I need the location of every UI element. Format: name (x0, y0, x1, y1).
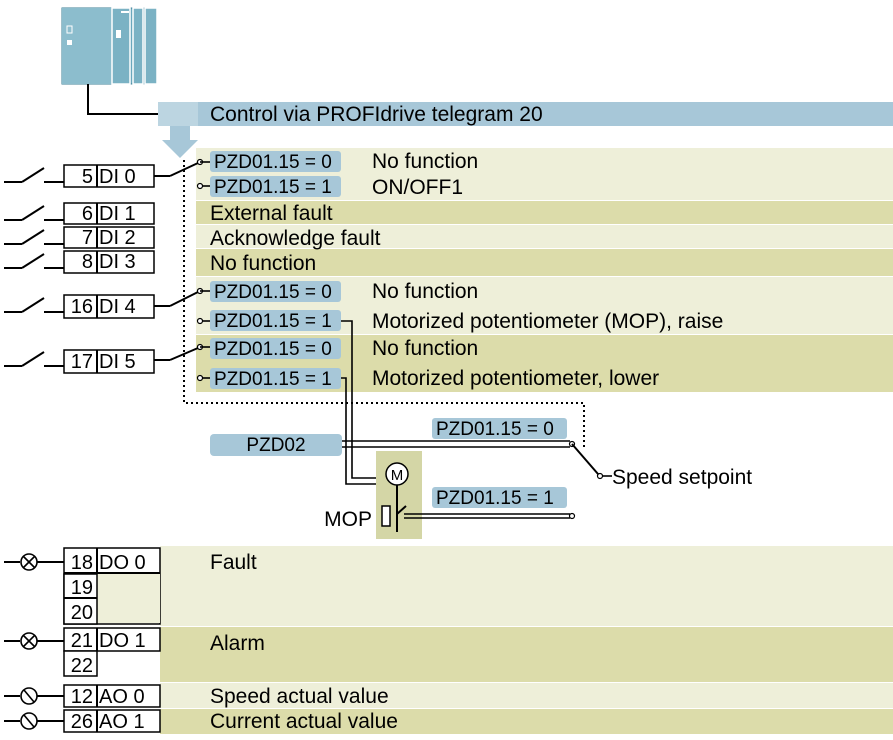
di4-row: 16 DI 4 PZD01.15 = 0 No function PZD01.1… (4, 280, 723, 333)
output-name: AO 1 (99, 711, 145, 733)
band-di3 (196, 249, 893, 276)
terminal-number: 12 (71, 686, 93, 708)
band-do1 (160, 627, 893, 682)
telegram-header: Control via PROFIdrive telegram 20 (158, 102, 893, 126)
terminal-number: 7 (82, 227, 93, 249)
condition-label: PZD01.15 = 0 (214, 339, 332, 360)
do1-row: 21 22 DO 1 Alarm (4, 627, 265, 677)
terminal-number: 22 (71, 655, 93, 677)
pzd-condition-tag (210, 151, 341, 172)
di1-row: 6 DI 1 External fault (4, 202, 333, 225)
terminal-box (63, 202, 155, 225)
output-bands (160, 546, 893, 734)
condition-label: PZD01.15 = 1 (214, 311, 332, 332)
ao1-row: 26 AO 1 Current actual value (4, 709, 398, 733)
terminal-number: 19 (71, 577, 93, 599)
pzd02-tag (210, 434, 342, 456)
input-name: DI 3 (99, 251, 136, 273)
bus-line (87, 84, 170, 115)
output-name: AO 0 (99, 686, 145, 708)
output-text: Speed actual value (210, 685, 389, 708)
pzd-condition-tag (432, 487, 567, 508)
band-di2 (196, 225, 893, 248)
band-di1 (196, 201, 893, 224)
lamp-icon (20, 632, 38, 650)
output-text: Current actual value (210, 710, 398, 733)
analog-meter-icon (20, 687, 38, 705)
terminal-number: 16 (71, 296, 93, 318)
function-text: Motorized potentiometer, lower (372, 367, 659, 390)
terminal-number: 8 (82, 251, 93, 273)
terminal-number: 26 (71, 711, 93, 733)
pzd-condition-tag (210, 368, 341, 389)
terminal-box (63, 709, 161, 733)
setpoint-cond-0: PZD01.15 = 0 (436, 419, 554, 440)
input-name: DI 5 (99, 351, 136, 373)
speed-setpoint-label: Speed setpoint (612, 466, 752, 489)
mop-lower-wire (341, 377, 382, 485)
input-name: DI 0 (99, 166, 136, 188)
ao0-row: 12 AO 0 Speed actual value (4, 684, 389, 708)
mop-raise-wire (341, 320, 382, 479)
function-text: No function (372, 337, 478, 360)
terminal-number: 5 (82, 166, 93, 188)
terminal-box (63, 226, 155, 249)
pzd-condition-tag (210, 310, 341, 331)
function-text: No function (372, 150, 478, 173)
header-arrow-icon (162, 126, 198, 158)
output-text: Alarm (210, 632, 265, 655)
function-text: ON/OFF1 (372, 176, 463, 199)
motor-label: M (391, 467, 404, 484)
terminal-number: 17 (71, 351, 93, 373)
band-do0 (160, 546, 893, 626)
pzd-condition-tag (432, 418, 567, 439)
input-name: DI 4 (99, 296, 136, 318)
condition-label: PZD01.15 = 1 (214, 177, 332, 198)
terminal-box (63, 250, 155, 274)
mop-label: MOP (324, 508, 372, 531)
function-text: Motorized potentiometer (MOP), raise (372, 310, 723, 333)
terminal-number: 6 (82, 203, 93, 225)
pzd02-label: PZD02 (246, 435, 305, 456)
input-name: DI 2 (99, 227, 136, 249)
do0-row: 18 19 20 DO 0 Fault (4, 547, 257, 625)
di5-row: 17 DI 5 PZD01.15 = 0 No function PZD01.1… (4, 337, 659, 390)
terminal-box (63, 684, 161, 708)
function-text: External fault (210, 202, 333, 225)
output-name: DO 0 (99, 552, 146, 574)
terminal-box (63, 349, 155, 374)
function-text: No function (210, 252, 316, 275)
setpoint-cond-1: PZD01.15 = 1 (436, 488, 554, 509)
condition-label: PZD01.15 = 1 (214, 369, 332, 390)
di3-row: 8 DI 3 No function (4, 250, 316, 275)
di0-row: 5 DI 0 PZD01.15 = 0 No function PZD01.15… (4, 150, 478, 199)
plc-controller-icon (61, 7, 158, 85)
telegram-header-title: Control via PROFIdrive telegram 20 (210, 103, 543, 126)
pzd-condition-tag (210, 281, 341, 302)
condition-label: PZD01.15 = 0 (214, 282, 332, 303)
setpoint-section: PZD02 PZD01.15 = 0 Speed setpoint M MOP … (210, 418, 752, 539)
terminal-number: 20 (71, 602, 93, 624)
lamp-icon (20, 553, 38, 571)
analog-meter-icon (20, 712, 38, 730)
band-ao1 (160, 709, 893, 734)
control-dotted-line (183, 160, 585, 448)
potentiometer-icon (381, 505, 391, 527)
terminal-box (63, 627, 161, 652)
terminal-number: 18 (71, 552, 93, 574)
condition-label: PZD01.15 = 0 (214, 152, 332, 173)
function-text: Acknowledge fault (210, 227, 381, 250)
pzd-condition-tag (210, 176, 341, 197)
output-text: Fault (210, 551, 257, 574)
band-ao0 (160, 683, 893, 708)
di2-row: 7 DI 2 Acknowledge fault (4, 226, 381, 250)
function-text: No function (372, 280, 478, 303)
terminal-number: 21 (71, 630, 93, 652)
input-name: DI 1 (99, 203, 136, 225)
output-name: DO 1 (99, 630, 146, 652)
pzd-condition-tag (210, 338, 341, 359)
